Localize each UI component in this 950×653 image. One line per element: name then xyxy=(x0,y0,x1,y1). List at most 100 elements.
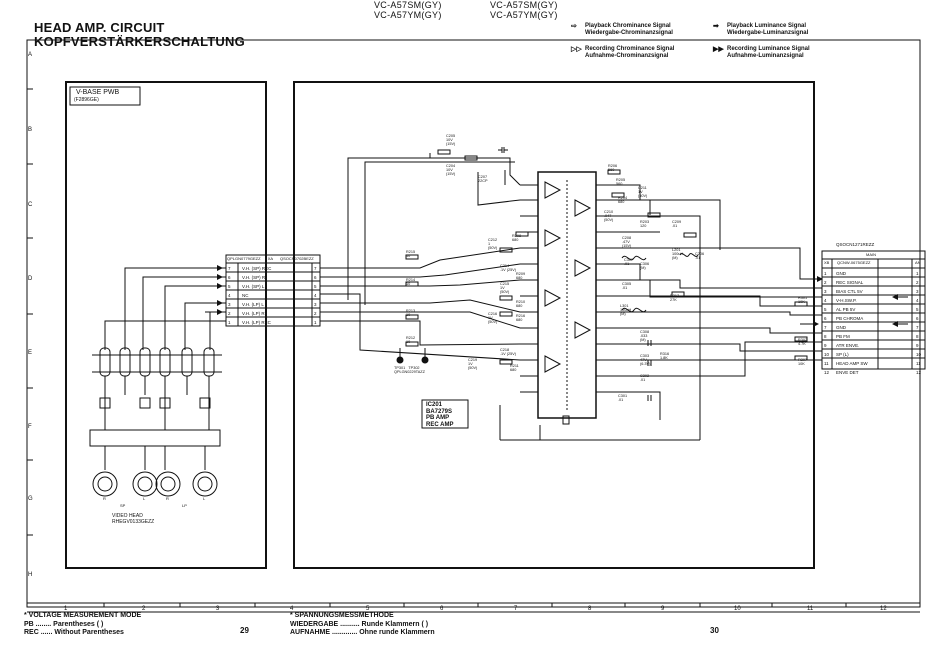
ic201-notch xyxy=(562,415,570,425)
footer-left: * VOLTAGE MEASUREMENT MODE PB ........ P… xyxy=(24,612,141,638)
connector-code: QPLGN0779GEZZ xyxy=(227,256,261,261)
page-number-right: 30 xyxy=(710,626,719,635)
ic201-internal-amps xyxy=(544,180,592,410)
label-c301: C301.01 xyxy=(618,394,628,403)
pin-number: 1 xyxy=(314,320,317,325)
row-letters: A B C D E F G H xyxy=(28,52,33,578)
legend-label: Playback Chrominance Signal xyxy=(585,23,671,29)
svg-text:6: 6 xyxy=(440,606,444,612)
right-signal-lines xyxy=(499,236,822,441)
connector-code: QCNW-0675GEZZ xyxy=(837,260,871,265)
video-head-assembly xyxy=(89,347,222,497)
row-label: D xyxy=(28,276,33,282)
row-label: B xyxy=(28,127,32,133)
model-list-left: VC-A57SM(GY) VC-A57YM(GY) xyxy=(374,0,442,20)
video-head-label: VIDEO HEAD RHEGV0133GEZZ xyxy=(112,513,154,525)
footer-heading: * SPANNUNGSMESSMETHODE xyxy=(290,612,394,619)
ic-function: REC AMP xyxy=(426,421,454,428)
legend-label: Wiedergabe-Chrominanzsignal xyxy=(585,30,673,36)
head-label: R xyxy=(166,496,169,501)
label-c209: C209.01 xyxy=(672,220,682,229)
pin-number: 7 xyxy=(314,266,317,271)
footer-right: * SPANNUNGSMESSMETHODE WIEDERGABE ......… xyxy=(290,612,435,638)
hollow-double-arrow-icon: ▷▷ xyxy=(571,46,582,53)
main-board-border xyxy=(293,81,815,569)
pin-name: NC xyxy=(242,293,249,298)
label-test-points: TP301 TP302 QPLGN0229TAZZ xyxy=(394,366,425,375)
label-c214: C214.1V (25V) xyxy=(500,264,517,273)
left-signal-lines xyxy=(320,247,521,361)
right-connector-main: MAIN xyxy=(866,252,876,257)
label-c210: C210.047(50V) xyxy=(604,210,614,223)
video-head-part: RHEGV0133GEZZ xyxy=(112,519,155,525)
hollow-arrow-icon: ⇨ xyxy=(571,23,577,30)
board-name: V-BASE PWB xyxy=(76,89,120,96)
title-german: KOPFVERSTÄRKERSCHALTUNG xyxy=(34,34,245,49)
ic201-label-box xyxy=(421,399,469,429)
pin-name: V.H. (SP) REC xyxy=(242,266,272,271)
left-connector-pin-names: V.H. (SP) REC V.H. (SP) R V.H. (SP) L NC… xyxy=(242,264,271,327)
video-head-title: VIDEO HEAD xyxy=(112,513,143,519)
page-title: HEAD AMP. CIRCUIT KOPFVERSTÄRKERSCHALTUN… xyxy=(34,21,245,49)
title-english: HEAD AMP. CIRCUIT xyxy=(34,20,165,35)
right-connector-header: XB QCNW-0675GEZZ AN xyxy=(824,260,921,265)
v-base-pwb-border xyxy=(65,81,267,569)
ic201-left-pins xyxy=(520,184,538,393)
svg-text:2: 2 xyxy=(142,606,146,612)
svg-text:10: 10 xyxy=(734,606,741,612)
legend-playback-luma: ➡ Playback Luminance Signal Wiedergabe-L… xyxy=(713,23,808,37)
left-connector-pin-numbers: 7 6 5 4 3 2 1 xyxy=(228,264,231,327)
row-label: A xyxy=(28,52,32,58)
connector-id: XB xyxy=(824,260,830,265)
legend-label: Playback Luminance Signal xyxy=(727,23,807,29)
label-c306: C306(M) xyxy=(640,262,650,271)
solid-double-arrow-icon: ▶▶ xyxy=(713,46,724,53)
svg-text:7: 7 xyxy=(514,606,518,612)
left-connector-header: QPLGN0779GEZZ XA QSOCN0702BEZZ xyxy=(227,256,314,261)
head-label: R xyxy=(103,496,106,501)
pin-name: V.H. (LP) R xyxy=(242,311,265,316)
model-name: VC-A57YM(GY) xyxy=(374,10,442,20)
solid-arrow-icon: ➡ xyxy=(713,23,719,30)
label-c307: C307.01 xyxy=(624,258,634,267)
pin-number: 3 xyxy=(314,302,317,307)
pin-number: 7 xyxy=(228,266,231,271)
svg-text:3: 3 xyxy=(216,606,220,612)
pin-name: V.H. (SP) L xyxy=(242,284,265,289)
connector-code: QSOCN0702BEZZ xyxy=(279,256,314,261)
pin-number: 3 xyxy=(228,302,231,307)
pin-number: 6 xyxy=(228,275,231,280)
connector-id: AN xyxy=(915,260,921,265)
footer-line: WIEDERGABE .......... Runde Klammern ( ) xyxy=(290,620,429,628)
row-label: F xyxy=(28,424,32,430)
passive-components xyxy=(405,147,808,401)
label-c308: C308.033(M) xyxy=(640,330,650,343)
legend-recording-luma: ▶▶ Recording Luminance Signal Aufnahme-L… xyxy=(713,46,810,60)
label-c208: C208.47V(15V) xyxy=(622,236,632,249)
model-name: VC-A57SM(GY) xyxy=(490,0,558,10)
model-name: VC-A57YM(GY) xyxy=(490,10,558,20)
footer-heading: * VOLTAGE MEASUREMENT MODE xyxy=(24,612,142,619)
svg-text:4: 4 xyxy=(290,606,294,612)
